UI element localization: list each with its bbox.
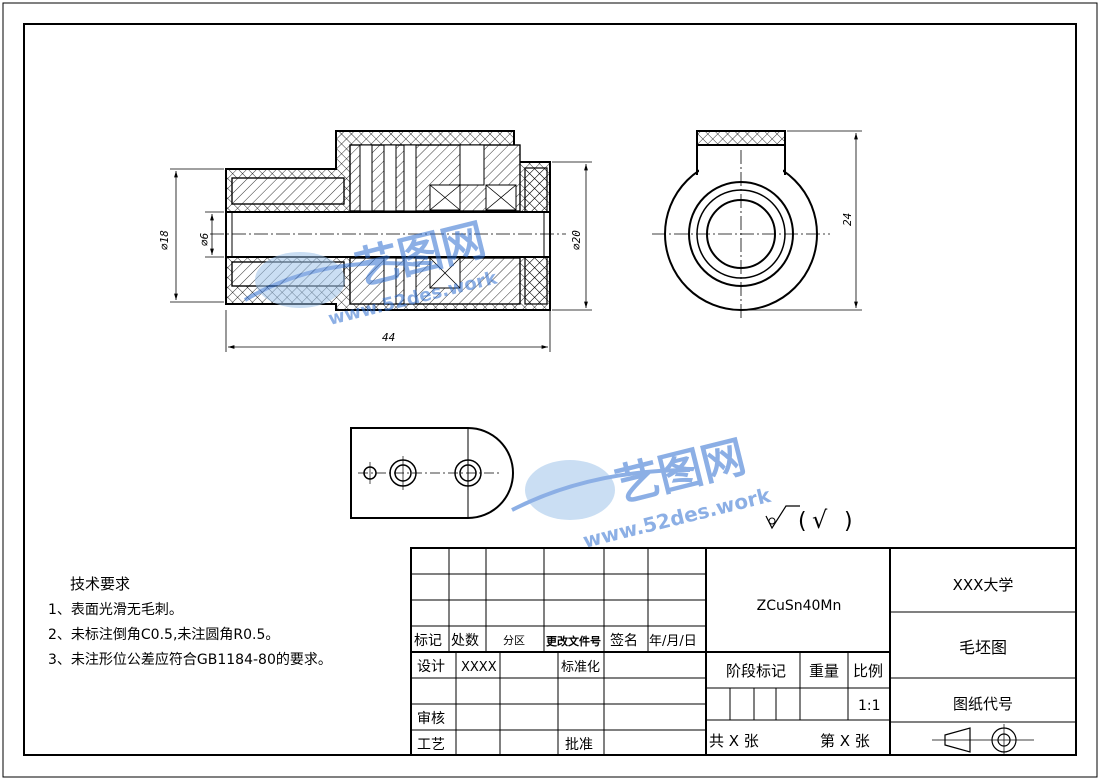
dim-length: 44 xyxy=(382,331,395,344)
side-view xyxy=(652,130,862,320)
rev-header-date: 年/月/日 xyxy=(649,634,697,649)
weight-label: 重量 xyxy=(809,662,839,680)
sheet-number: 第 X 张 xyxy=(820,732,870,750)
rev-header-zone: 分区 xyxy=(503,634,525,647)
rev-header-doc: 更改文件号 xyxy=(546,634,601,648)
rev-header-sign: 签名 xyxy=(610,632,638,649)
approve-label: 批准 xyxy=(565,737,593,753)
title-block xyxy=(410,547,1077,756)
finish-paren-open: ( xyxy=(798,509,807,534)
stage-label: 阶段标记 xyxy=(726,662,786,680)
scale-value: 1:1 xyxy=(858,698,881,714)
dim-dia-outer-left: ⌀18 xyxy=(158,230,171,250)
front-section-view xyxy=(170,130,592,352)
rev-header-count: 处数 xyxy=(451,633,479,649)
design-label: 设计 xyxy=(417,659,445,675)
watermark-2: 艺图网 www.52des.work xyxy=(511,431,774,553)
tech-req-title: 技术要求 xyxy=(70,575,130,593)
projection-symbol-icon xyxy=(932,724,1034,756)
standardize-label: 标准化 xyxy=(561,660,600,675)
dim-dia-outer-right: ⌀20 xyxy=(570,230,583,250)
top-view xyxy=(350,427,514,519)
drawing-name: 毛坯图 xyxy=(959,638,1007,657)
process-label: 工艺 xyxy=(417,737,445,753)
finish-paren-close: ) xyxy=(844,509,853,534)
material-name: ZCuSn40Mn xyxy=(757,598,842,614)
finish-check: √ xyxy=(812,506,828,534)
sheets-total: 共 X 张 xyxy=(709,732,759,750)
scale-label: 比例 xyxy=(853,662,883,680)
surface-finish-symbol xyxy=(765,505,800,530)
dim-height: 24 xyxy=(841,213,854,226)
school-name: XXX大学 xyxy=(953,576,1014,594)
tech-req-item-3: 3、未注形位公差应符合GB1184-80的要求。 xyxy=(48,651,332,668)
designer-name: XXXX xyxy=(461,660,497,675)
rev-header-mark: 标记 xyxy=(414,633,442,649)
tech-req-item-1: 1、表面光滑无毛刺。 xyxy=(48,601,183,618)
review-label: 审核 xyxy=(417,711,445,727)
tech-req-item-2: 2、未标注倒角C0.5,未注圆角R0.5。 xyxy=(48,627,279,643)
drawing-code-label: 图纸代号 xyxy=(953,695,1013,713)
dim-dia-bore: ⌀6 xyxy=(198,232,211,246)
